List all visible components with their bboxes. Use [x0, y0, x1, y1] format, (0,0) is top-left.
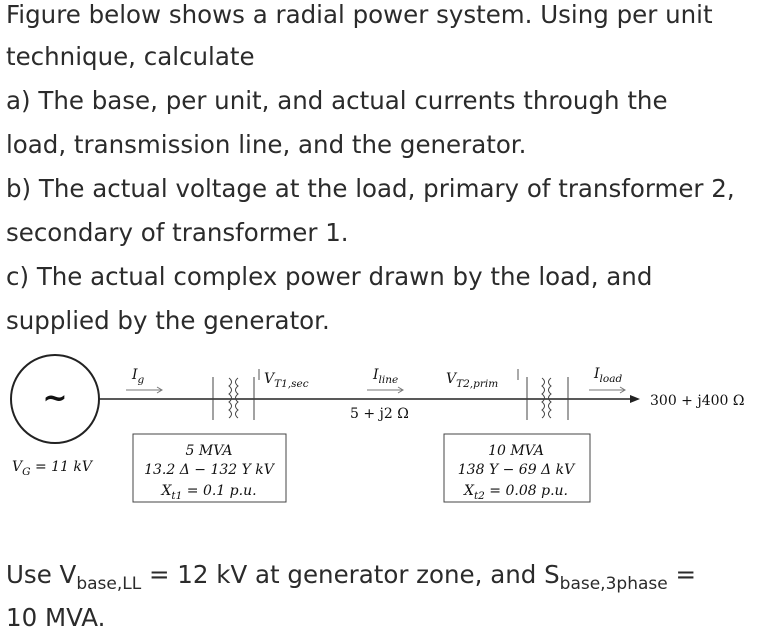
generator-voltage-label: VG = 11 kV	[12, 459, 94, 478]
t1-reactance: Xt1 = 0.1 p.u.	[160, 483, 256, 502]
footer-line-1: Use Vbase,LL = 12 kV at generator zone, …	[6, 560, 697, 594]
generator-symbol: ~	[42, 381, 67, 416]
problem-line-2: technique, calculate	[6, 42, 255, 71]
vt1-sec-label: VT1,sec	[264, 371, 309, 390]
iline-label: Iline	[372, 367, 398, 386]
part-a-line-2: load, transmission line, and the generat…	[6, 130, 527, 159]
t2-data-box	[443, 433, 591, 503]
transformer-1-symbol	[212, 377, 255, 420]
footer-line-2: 10 MVA.	[6, 603, 106, 632]
load-arrow-icon	[630, 395, 640, 403]
t1-rating: 5 MVA	[186, 443, 233, 459]
t1-voltage: 13.2 Δ − 132 Y kV	[144, 462, 276, 478]
t2-reactance: Xt2 = 0.08 p.u.	[463, 483, 568, 502]
t1-data-box	[132, 433, 287, 503]
ig-label: Ig	[131, 367, 145, 386]
part-c-line-1: c) The actual complex power drawn by the…	[6, 262, 653, 291]
part-c-line-2: supplied by the generator.	[6, 306, 330, 335]
t2-voltage: 138 Y − 69 Δ kV	[458, 462, 576, 478]
part-b-line-2: secondary of transformer 1.	[6, 218, 349, 247]
vt2-prim-label: VT2,prim	[446, 371, 498, 390]
part-b-line-1: b) The actual voltage at the load, prima…	[6, 174, 735, 203]
part-a-line-1: a) The base, per unit, and actual curren…	[6, 86, 668, 115]
problem-line-1: Figure below shows a radial power system…	[6, 0, 713, 29]
t2-rating: 10 MVA	[488, 443, 544, 459]
line-impedance-label: 5 + j2 Ω	[350, 406, 409, 422]
iload-label: Iload	[593, 366, 622, 385]
load-impedance-label: 300 + j400 Ω	[650, 393, 744, 409]
transformer-2-symbol	[526, 377, 569, 420]
